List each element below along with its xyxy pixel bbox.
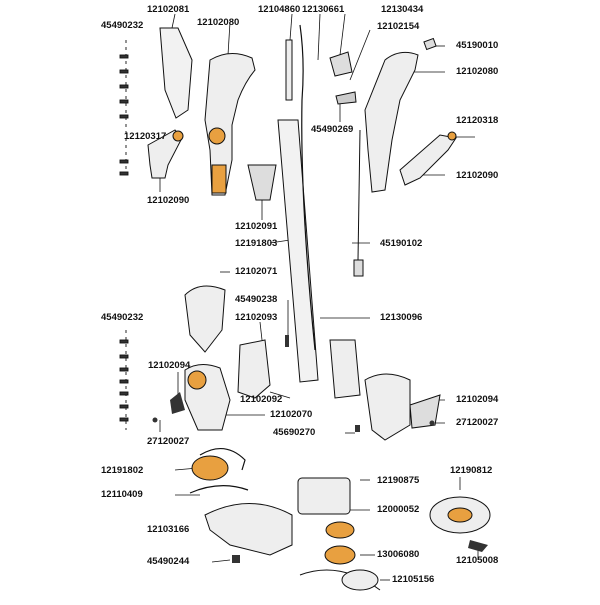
part-label: 45190102 [380,238,423,249]
part-label: 12120318 [456,115,499,126]
part-label: 45190010 [456,40,499,51]
part-label: 12000052 [377,504,420,515]
part-label: 45490238 [235,294,278,305]
part-label: 45490232 [101,20,144,31]
part-label: 27120027 [147,436,190,447]
part-label: 12102094 [456,394,499,405]
part-label: 12102081 [147,4,190,15]
part-label: 12102090 [147,195,190,206]
part-label: 45690270 [273,427,316,438]
part-label: 12191802 [101,465,144,476]
part-label: 12105156 [392,574,435,585]
part-label: 12130434 [381,4,424,15]
part-label: 12190875 [377,475,420,486]
part-label: 12130661 [302,4,345,15]
part-label: 12102154 [377,21,420,32]
part-label: 12102092 [240,394,283,405]
part-label: 13006080 [377,549,420,560]
part-label: 12103166 [147,524,190,535]
part-label: 27120027 [456,417,499,428]
part-label: 12190812 [450,465,493,476]
part-label: 12102094 [148,360,191,371]
part-label: 12102070 [270,409,313,420]
part-label: 12102093 [235,312,278,323]
part-label: 12102080 [197,17,240,28]
part-label: 12104860 [258,4,301,15]
part-label: 45490269 [311,124,354,135]
part-label: 12130096 [380,312,423,323]
part-label: 12110409 [101,489,143,500]
part-label: 12102090 [456,170,499,181]
part-label: 12102071 [235,266,278,277]
part-label: 45490232 [101,312,144,323]
part-label: 45490244 [147,556,190,567]
part-label: 12105008 [456,555,499,566]
part-label: 12191803 [235,238,278,249]
part-label: 12120317 [124,131,167,142]
part-label: 12102091 [235,221,278,232]
part-label: 12102080 [456,66,499,77]
